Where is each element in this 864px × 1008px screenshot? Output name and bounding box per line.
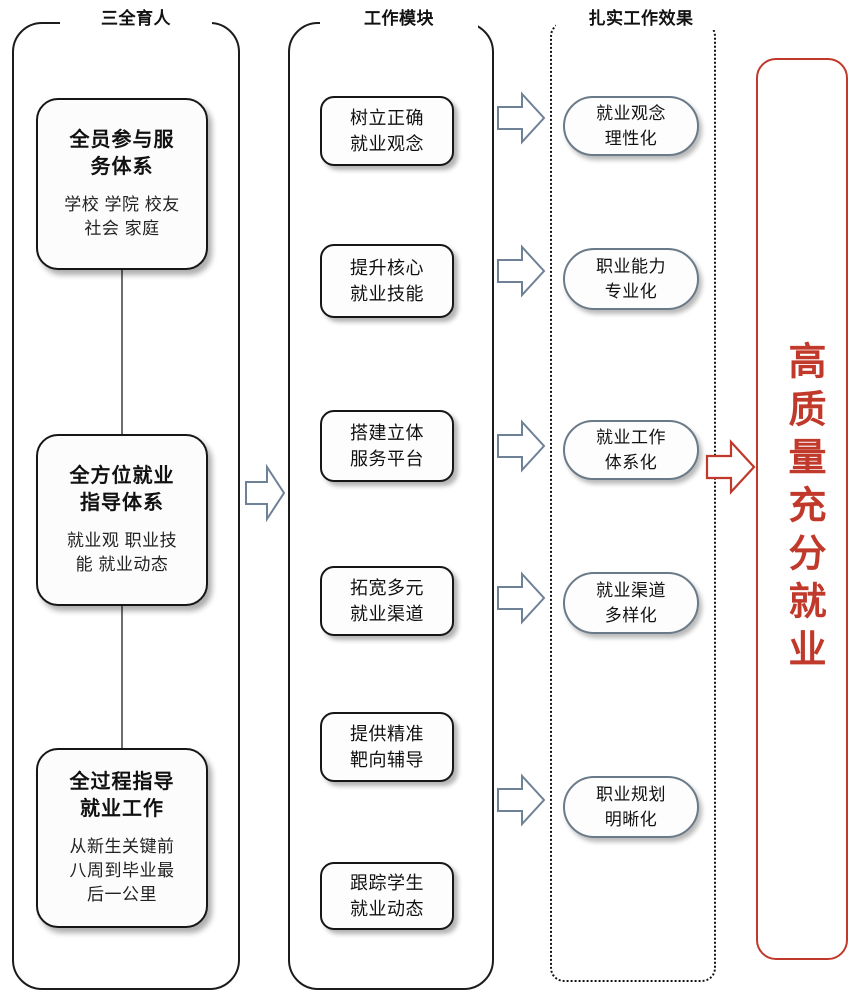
- module-box-5[interactable]: 提供精准 靶向辅导: [320, 712, 454, 782]
- effect-pill-3[interactable]: 就业工作 体系化: [563, 420, 699, 480]
- card-quanguocheng-zhidao[interactable]: 全过程指导 就业工作 从新生关键前 八周到毕业最 后一公里: [36, 748, 208, 928]
- right-arrow-icon-3: [495, 418, 547, 474]
- result-text: 高质量充分就业: [781, 341, 824, 677]
- connector-line-2: [121, 606, 123, 748]
- right-arrow-icon-1: [495, 90, 547, 146]
- result-banner: 高质量充分就业: [756, 58, 848, 960]
- card-quanfangwei-jiuye[interactable]: 全方位就业 指导体系 就业观 职业技 能 就业动态: [36, 434, 208, 606]
- effect-pill-5[interactable]: 职业规划 明晰化: [563, 776, 699, 838]
- card-title: 全过程指导 就业工作: [69, 771, 175, 820]
- effect-pill-4[interactable]: 就业渠道 多样化: [563, 572, 699, 634]
- card-quanyuan-canyu[interactable]: 全员参与服 务体系 学校 学院 校友 社会 家庭: [36, 98, 208, 270]
- right-arrow-icon-2: [495, 243, 547, 299]
- effect-pill-1[interactable]: 就业观念 理性化: [563, 96, 699, 156]
- card-title: 全方位就业 指导体系: [69, 465, 175, 514]
- module-box-4[interactable]: 拓宽多元 就业渠道: [320, 566, 454, 636]
- right-arrow-red-icon: [704, 438, 756, 496]
- card-title: 全员参与服 务体系: [69, 129, 175, 178]
- column-header-sanquan-yuren: 三全育人: [60, 8, 212, 30]
- connector-line-1: [121, 270, 123, 434]
- column-header-zhashi-xiaoguo: 扎实工作效果: [556, 8, 726, 30]
- module-box-6[interactable]: 跟踪学生 就业动态: [320, 862, 454, 930]
- column-container-zhashi-xiaoguo: [550, 22, 716, 982]
- card-subtitle: 学校 学院 校友 社会 家庭: [64, 195, 180, 238]
- module-box-1[interactable]: 树立正确 就业观念: [320, 96, 454, 166]
- column-header-gongzuo-mokuai: 工作模块: [320, 8, 478, 30]
- module-box-3[interactable]: 搭建立体 服务平台: [320, 410, 454, 482]
- module-box-2[interactable]: 提升核心 就业技能: [320, 244, 454, 318]
- effect-pill-2[interactable]: 职业能力 专业化: [563, 248, 699, 310]
- column-container-gongzuo-mokuai: [288, 22, 494, 990]
- right-arrow-icon-col1-to-col2: [243, 462, 287, 524]
- right-arrow-icon-4: [495, 570, 547, 626]
- right-arrow-icon-5: [495, 772, 547, 828]
- card-subtitle: 就业观 职业技 能 就业动态: [66, 531, 178, 574]
- card-subtitle: 从新生关键前 八周到毕业最 后一公里: [69, 837, 175, 904]
